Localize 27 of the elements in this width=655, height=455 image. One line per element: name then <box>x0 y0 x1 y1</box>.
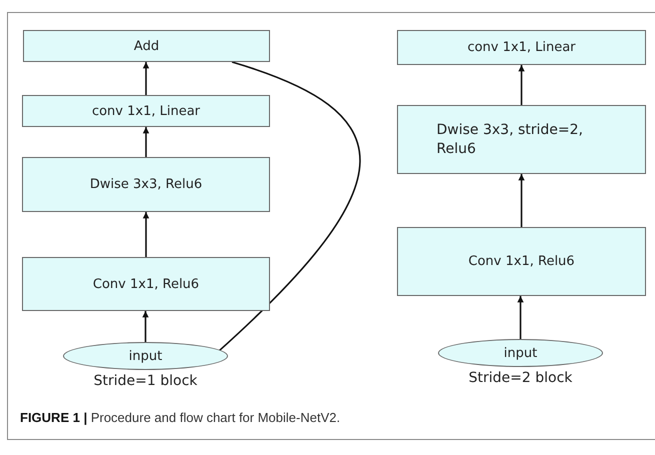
layer-box <box>397 227 646 296</box>
arrow <box>142 62 150 95</box>
layer-label: Add <box>132 38 160 54</box>
layer-label: conv 1x1, Linear <box>90 104 202 118</box>
block-caption: Stride=2 block <box>468 370 572 386</box>
layer-label: input <box>502 346 538 360</box>
layer-label: Conv 1x1, Relu6 <box>467 254 576 269</box>
layer-box <box>22 95 270 127</box>
arrow <box>142 212 150 257</box>
layer-label: input <box>128 348 164 364</box>
block-caption: Stride=1 block <box>94 373 198 389</box>
layer-label: Dwise 3x3, Relu6 <box>88 177 204 192</box>
arrow <box>142 311 149 342</box>
figure-caption: FIGURE 1 | Procedure and flow chart for Mobile-NetV2. <box>20 410 340 425</box>
layer-box <box>397 105 646 174</box>
layer-box <box>397 30 646 65</box>
layer-label: Conv 1x1, Relu6 <box>92 276 200 292</box>
arrow <box>518 174 525 227</box>
layer-box <box>22 257 270 311</box>
layer-box <box>22 157 270 212</box>
arrow <box>142 127 150 157</box>
layer-box <box>23 30 270 62</box>
layer-label: conv 1x1, Linear <box>466 40 577 55</box>
arrow <box>518 65 525 105</box>
skip-connection <box>217 61 361 352</box>
layer-label: Dwise 3x3, stride=2, Relu6 <box>436 121 584 158</box>
arrow <box>517 296 524 339</box>
